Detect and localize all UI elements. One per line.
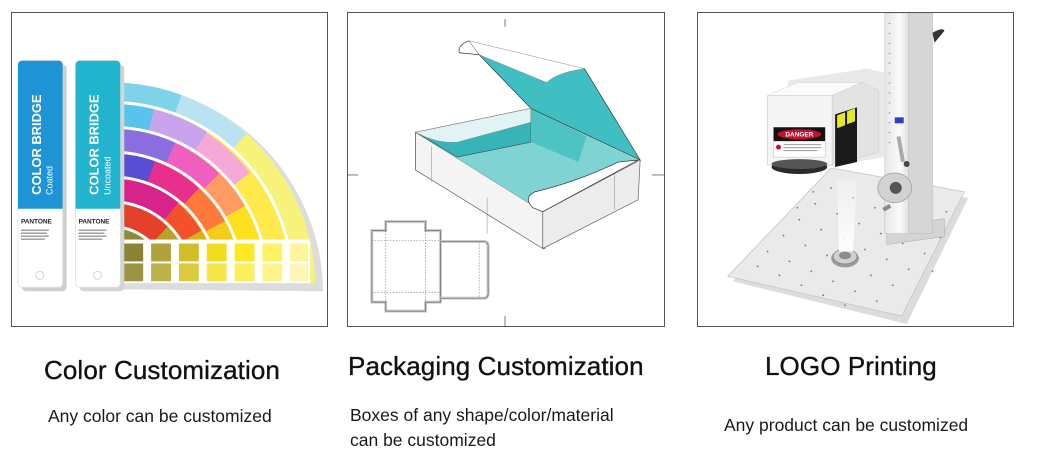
color-customization-subtitle: Any color can be customized: [48, 406, 272, 426]
logo-printing-title: LOGO Printing: [765, 351, 937, 381]
color-customization-image: COLOR BRIDGE Coated PANTONE COLOR BRIDGE…: [11, 12, 328, 327]
packaging-customization-title: Packaging Customization: [348, 351, 644, 381]
color-customization-title: Color Customization: [44, 355, 280, 385]
svg-text:Uncoated: Uncoated: [102, 157, 112, 195]
svg-text:Coated: Coated: [45, 166, 55, 195]
dieline-template: [370, 220, 490, 313]
mailer-box-illustration: [348, 18, 664, 326]
packaging-customization-image: [347, 12, 665, 327]
svg-text:PANTONE: PANTONE: [21, 219, 53, 226]
packaging-customization-subtitle-line-2: can be customized: [350, 430, 496, 450]
logo-printing-subtitle: Any product can be customized: [724, 415, 969, 435]
danger-label: DANGER: [785, 132, 813, 139]
pantone-fan-illustration: COLOR BRIDGE Coated PANTONE COLOR BRIDGE…: [17, 60, 324, 292]
svg-text:COLOR BRIDGE: COLOR BRIDGE: [29, 94, 44, 195]
pantone-card-uncoated: COLOR BRIDGE Uncoated PANTONE: [75, 60, 125, 292]
plate-holes: [756, 186, 948, 307]
pantone-card-coated: COLOR BRIDGE Coated PANTONE: [17, 60, 67, 292]
laser-machine-illustration: DANGER: [727, 13, 969, 325]
packaging-customization-subtitle-line-1: Boxes of any shape/color/material: [350, 405, 614, 425]
logo-printing-image: DANGER: [697, 12, 1014, 327]
svg-text:COLOR BRIDGE: COLOR BRIDGE: [86, 94, 101, 195]
svg-text:PANTONE: PANTONE: [79, 219, 111, 226]
